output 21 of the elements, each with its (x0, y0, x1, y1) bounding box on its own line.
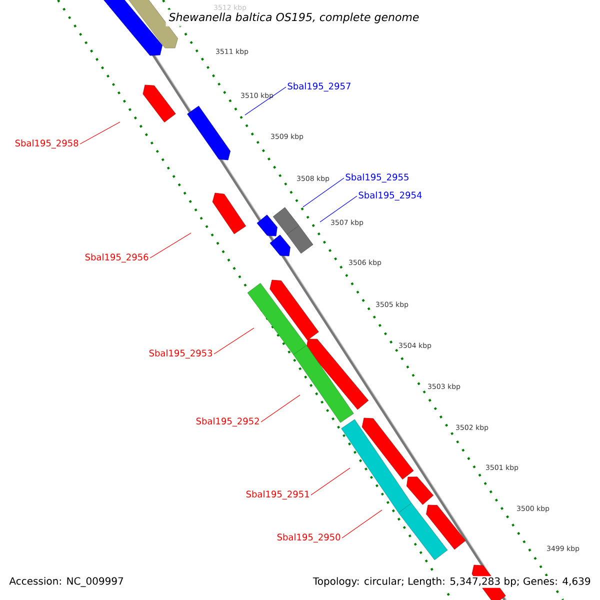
summary-text: Topology: circular; Length: 5,347,283 bp; Genes: 4,639 (312, 576, 592, 588)
leader-line (260, 394, 300, 422)
gene-label: Sbal195_2950 (277, 534, 340, 542)
leader-line (342, 510, 382, 538)
leader-line (80, 122, 120, 144)
leader-line (214, 328, 254, 354)
gene-label: Sbal195_2957 (288, 82, 350, 92)
accession-text: Accession: NC_009997 (8, 576, 125, 588)
gene-label: Sbal195_2958 (15, 140, 78, 148)
gene-label: Sbal195_2953 (149, 350, 212, 358)
gene-label: Sbal195_2955 (346, 174, 408, 182)
gene-label: Sbal195_2954 (358, 192, 422, 200)
leader-line (244, 86, 286, 116)
leader-line (150, 232, 192, 258)
gene-label: Sbal195_2956 (85, 254, 148, 262)
gene-label: Sbal195_2952 (196, 418, 259, 426)
leader-line (320, 196, 358, 222)
title: Shewanella baltica OS195, complete genome (166, 10, 422, 26)
leader-line (310, 468, 350, 496)
gene-label: Sbal195_2951 (246, 490, 309, 500)
leader-line (302, 178, 344, 208)
